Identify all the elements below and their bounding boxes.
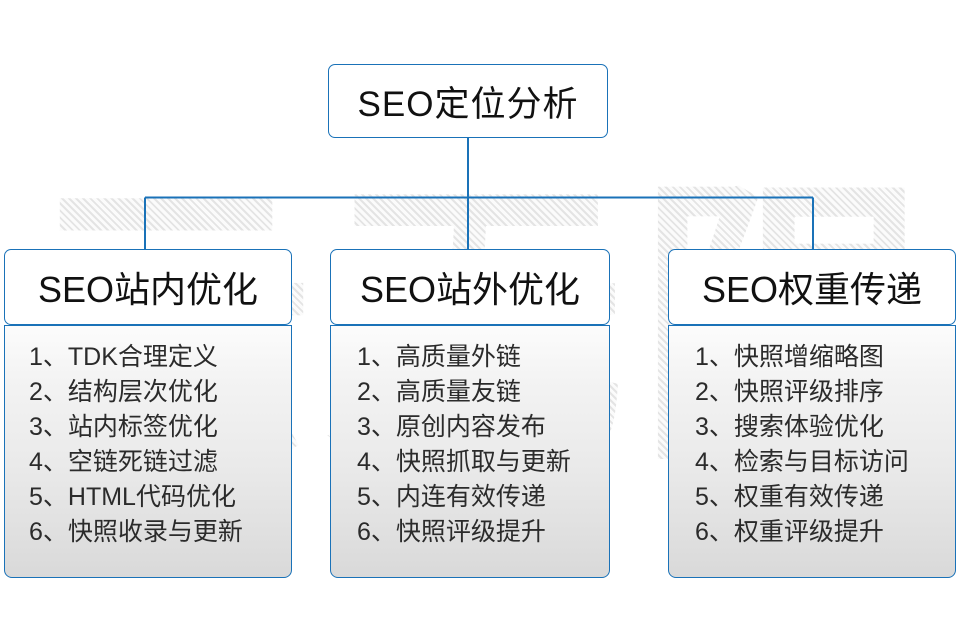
column-list-on-site: 1、TDK合理定义 2、结构层次优化 3、站内标签优化 4、空链死链过滤 5、H… bbox=[4, 325, 292, 578]
list-item: 6、快照评级提升 bbox=[357, 518, 546, 546]
column-list-off-site: 1、高质量外链 2、高质量友链 3、原创内容发布 4、快照抓取与更新 5、内连有… bbox=[330, 325, 610, 578]
root-node[interactable]: SEO定位分析 bbox=[328, 64, 608, 138]
list-item: 4、快照抓取与更新 bbox=[357, 448, 571, 476]
list-item: 3、搜索体验优化 bbox=[695, 413, 884, 441]
column-header-label: SEO站内优化 bbox=[37, 269, 259, 310]
list-item: 1、TDK合理定义 bbox=[29, 343, 218, 371]
list-item: 2、高质量友链 bbox=[357, 378, 521, 406]
column-header-off-site[interactable]: SEO站外优化 bbox=[330, 249, 610, 325]
list-item: 5、HTML代码优化 bbox=[29, 483, 236, 511]
list-item: 5、内连有效传递 bbox=[357, 483, 546, 511]
list-item: 2、结构层次优化 bbox=[29, 378, 218, 406]
list-item: 6、快照收录与更新 bbox=[29, 518, 243, 546]
list-item: 4、空链死链过滤 bbox=[29, 448, 218, 476]
list-item: 5、权重有效传递 bbox=[695, 483, 884, 511]
column-list-weight-transfer: 1、快照增缩略图 2、快照评级排序 3、搜索体验优化 4、检索与目标访问 5、权… bbox=[668, 325, 956, 578]
column-header-weight-transfer[interactable]: SEO权重传递 bbox=[668, 249, 956, 325]
list-item: 6、权重评级提升 bbox=[695, 518, 884, 546]
list-item: 4、检索与目标访问 bbox=[695, 448, 909, 476]
list-item: 2、快照评级排序 bbox=[695, 378, 884, 406]
column-header-label: SEO权重传递 bbox=[701, 269, 923, 310]
column-header-label: SEO站外优化 bbox=[359, 269, 581, 310]
list-item: 3、原创内容发布 bbox=[357, 413, 546, 441]
root-node-label: SEO定位分析 bbox=[357, 84, 579, 124]
column-header-on-site[interactable]: SEO站内优化 bbox=[4, 249, 292, 325]
list-item: 1、快照增缩略图 bbox=[695, 343, 884, 371]
list-item: 3、站内标签优化 bbox=[29, 413, 218, 441]
list-item: 1、高质量外链 bbox=[357, 343, 521, 371]
